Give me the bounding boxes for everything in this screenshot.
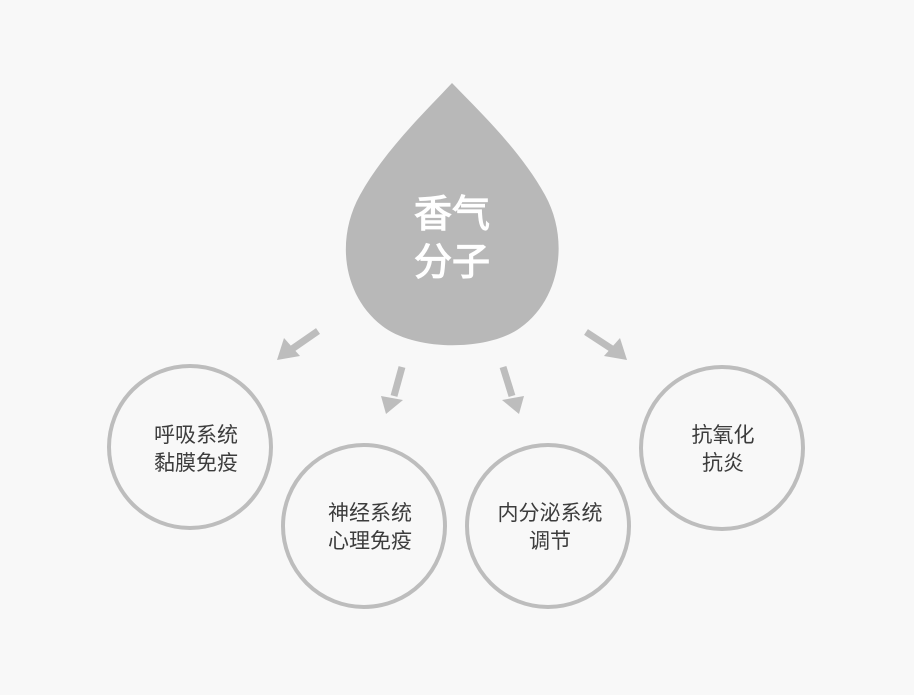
node-label-line: 黏膜免疫 bbox=[154, 451, 238, 475]
node-circle-antioxidant bbox=[639, 365, 805, 531]
node-label-line: 抗炎 bbox=[702, 451, 744, 475]
aroma-molecule-drop bbox=[345, 83, 559, 346]
arrow-to-endocrine bbox=[499, 365, 524, 414]
node-label-endocrine: 内分泌系统 调节 bbox=[470, 499, 630, 555]
node-label-respiratory: 呼吸系统 黏膜免疫 bbox=[116, 421, 276, 477]
node-label-nervous: 神经系统 心理免疫 bbox=[290, 499, 450, 555]
center-label-line-2: 分子 bbox=[413, 240, 490, 284]
node-label-line: 抗氧化 bbox=[691, 423, 755, 447]
center-label: 香气 分子 bbox=[352, 190, 552, 286]
arrow-to-nervous bbox=[381, 366, 406, 414]
center-label-line-1: 香气 bbox=[413, 192, 490, 236]
node-circle-nervous bbox=[281, 443, 447, 609]
node-label-line: 呼吸系统 bbox=[154, 423, 238, 447]
node-circle-endocrine bbox=[465, 443, 631, 609]
node-label-antioxidant: 抗氧化 抗炎 bbox=[643, 421, 803, 477]
node-label-line: 内分泌系统 bbox=[497, 501, 603, 525]
node-label-line: 调节 bbox=[529, 529, 571, 553]
arrow-to-respiratory bbox=[277, 328, 320, 360]
node-label-line: 心理免疫 bbox=[328, 529, 412, 553]
node-label-line: 神经系统 bbox=[328, 501, 412, 525]
arrow-to-antioxidant bbox=[584, 329, 627, 360]
node-circle-respiratory bbox=[107, 364, 273, 530]
